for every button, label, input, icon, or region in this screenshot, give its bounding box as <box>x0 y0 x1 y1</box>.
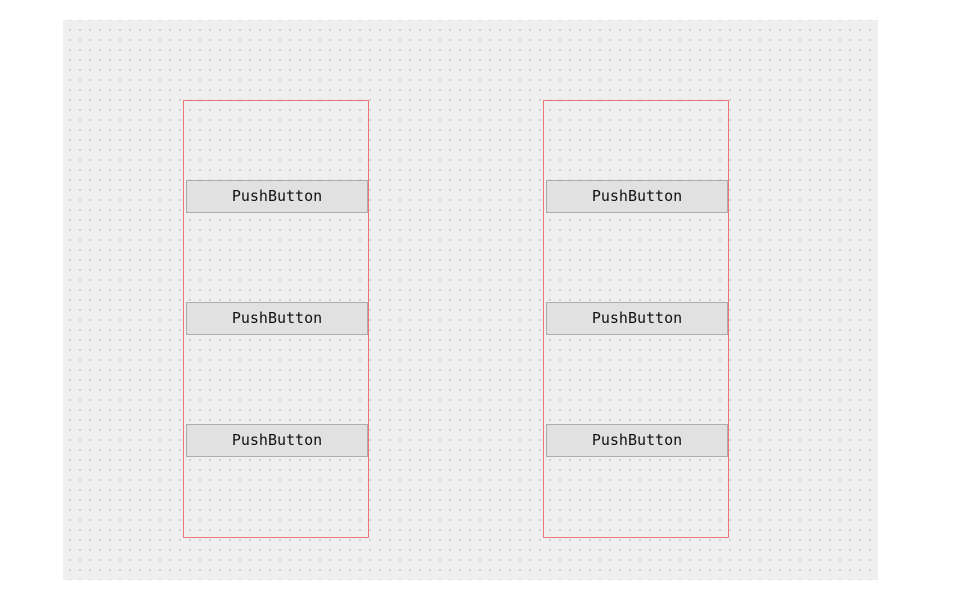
push-button-left-2[interactable]: PushButton <box>186 302 368 335</box>
push-button-left-1[interactable]: PushButton <box>186 180 368 213</box>
push-button-left-3[interactable]: PushButton <box>186 424 368 457</box>
form-editor-canvas[interactable]: PushButton PushButton PushButton PushBut… <box>63 20 878 580</box>
push-button-right-1[interactable]: PushButton <box>546 180 728 213</box>
push-button-right-3[interactable]: PushButton <box>546 424 728 457</box>
push-button-right-2[interactable]: PushButton <box>546 302 728 335</box>
vertical-layout-right[interactable]: PushButton PushButton PushButton <box>543 100 729 538</box>
vertical-layout-left[interactable]: PushButton PushButton PushButton <box>183 100 369 538</box>
